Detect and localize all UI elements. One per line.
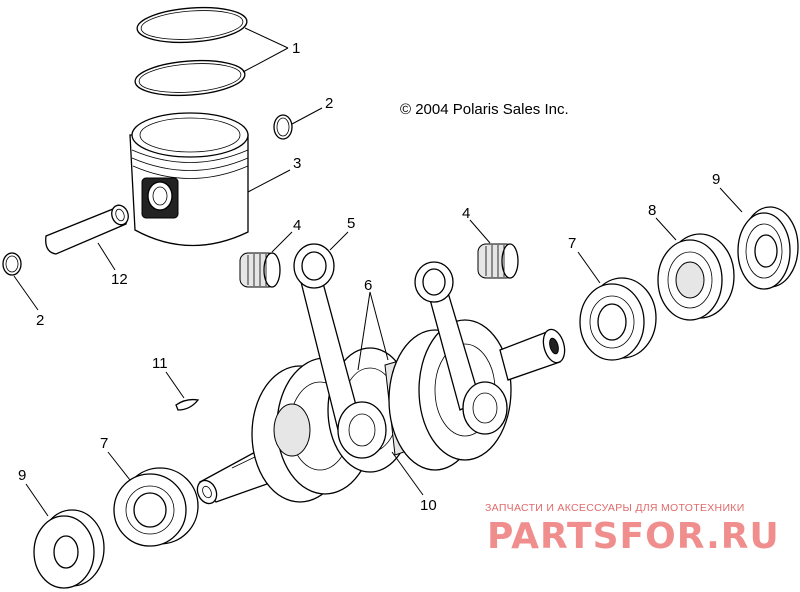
callout-9-right: 9: [712, 171, 720, 188]
callout-leader-2a: [291, 107, 323, 125]
needle-bearing-left: [239, 252, 281, 288]
piston-rings: [134, 6, 248, 97]
callout-7-left: 7: [100, 435, 108, 452]
callout-leader-1: [242, 27, 289, 73]
callout-5: 5: [347, 215, 355, 232]
callout-leader-9b: [719, 187, 743, 213]
callout-2-left: 2: [36, 312, 44, 329]
callout-leader-2b: [13, 275, 39, 311]
oil-seal-left: [33, 509, 105, 589]
connecting-rod-left: [293, 243, 387, 459]
callout-12: 12: [111, 271, 128, 288]
callout-leader-6: [357, 291, 389, 371]
copyright-notice: © 2004 Polaris Sales Inc.: [400, 101, 569, 118]
ball-bearing-right: [657, 233, 735, 321]
callout-8: 8: [648, 202, 656, 219]
callout-leader-8: [655, 217, 677, 241]
callout-11: 11: [152, 355, 168, 372]
callout-4-right: 4: [462, 205, 470, 222]
piston-pin: [45, 204, 129, 255]
callout-10: 10: [420, 497, 437, 514]
oil-seal-right: [737, 206, 799, 290]
seal-left: [113, 467, 199, 547]
needle-bearing-right: [477, 243, 519, 279]
circlip-left: [2, 252, 22, 276]
connecting-rod-right: [414, 261, 508, 435]
watermark-brand: PARTSFOR.RU: [487, 516, 780, 557]
callout-1: 1: [292, 40, 300, 57]
circlip-right: [273, 114, 293, 140]
callout-leader-3: [247, 169, 291, 193]
callout-7-right: 7: [568, 235, 576, 252]
callout-leader-7b: [577, 251, 601, 284]
callout-9-left: 9: [18, 467, 26, 484]
callout-leader-7a: [107, 451, 131, 481]
callout-2-right: 2: [325, 95, 333, 112]
callout-leader-11: [165, 371, 185, 399]
callout-4-left: 4: [293, 217, 301, 234]
watermark-tagline: ЗАПЧАСТИ И АКСЕССУАРЫ ДЛЯ МОТОТЕХНИКИ: [485, 502, 745, 514]
callout-leader-10: [391, 451, 424, 496]
callout-leader-4a: [271, 231, 293, 253]
callout-leader-4b: [469, 219, 491, 244]
woodruff-key: [175, 398, 200, 411]
seal-right: [579, 277, 657, 361]
piston: [129, 112, 249, 247]
callout-leader-5: [329, 231, 349, 251]
callout-3: 3: [293, 155, 301, 172]
callout-6: 6: [364, 277, 372, 294]
callout-leader-9a: [25, 483, 49, 517]
callout-leader-12: [97, 242, 116, 271]
